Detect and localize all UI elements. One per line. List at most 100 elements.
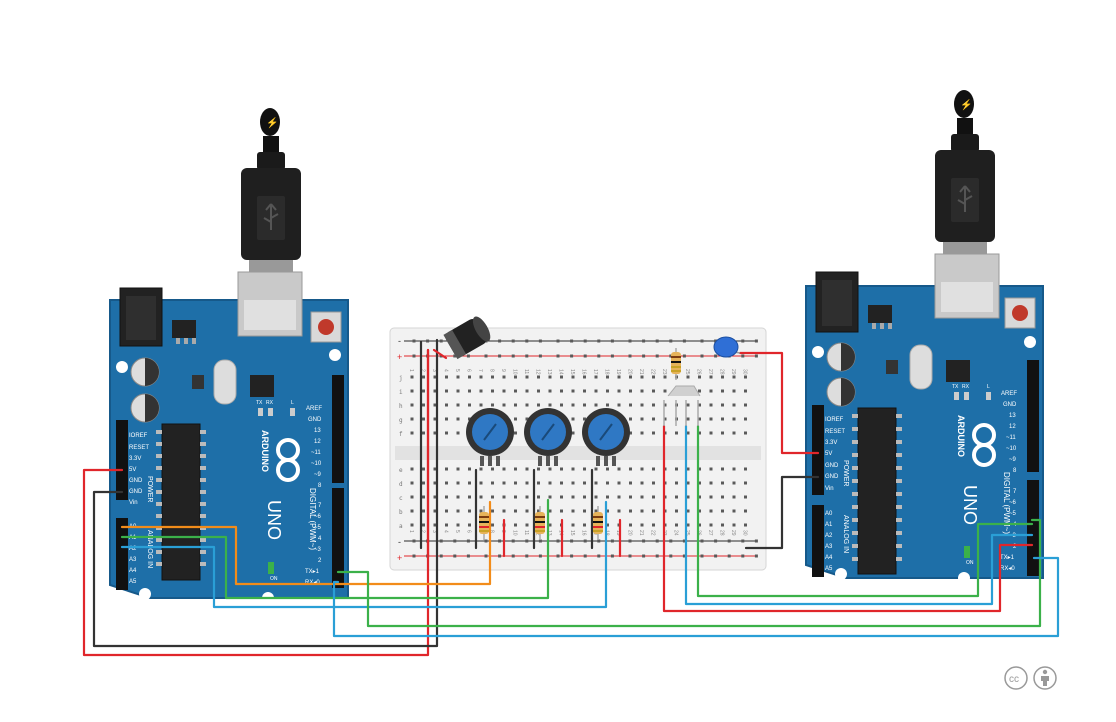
breadboard-hole[interactable]: [571, 389, 575, 393]
rail-hole[interactable]: [700, 354, 704, 358]
breadboard-hole[interactable]: [663, 403, 667, 407]
wire-black-gnd-right[interactable]: [744, 475, 820, 550]
rail-hole[interactable]: [682, 539, 686, 543]
rail-hole[interactable]: [642, 339, 646, 343]
breadboard-hole[interactable]: [571, 431, 575, 435]
rail-hole[interactable]: [412, 539, 416, 543]
breadboard-hole[interactable]: [744, 509, 747, 513]
breadboard-hole[interactable]: [640, 431, 644, 435]
breadboard-hole[interactable]: [698, 389, 701, 393]
rail-hole[interactable]: [628, 354, 632, 358]
breadboard-hole[interactable]: [491, 523, 494, 527]
rail-hole[interactable]: [700, 339, 704, 343]
breadboard-hole[interactable]: [525, 375, 529, 379]
rail-hole[interactable]: [439, 539, 443, 543]
breadboard-hole[interactable]: [698, 431, 701, 435]
breadboard-hole[interactable]: [537, 403, 540, 407]
breadboard-hole[interactable]: [686, 417, 690, 421]
rail-hole[interactable]: [655, 539, 659, 543]
rail-hole[interactable]: [511, 339, 515, 343]
breadboard-hole[interactable]: [445, 403, 448, 407]
breadboard-hole[interactable]: [652, 481, 655, 485]
breadboard-hole[interactable]: [514, 481, 517, 485]
breadboard-hole[interactable]: [629, 389, 632, 393]
breadboard-hole[interactable]: [744, 467, 747, 471]
breadboard-hole[interactable]: [732, 467, 736, 471]
electrolytic-capacitor[interactable]: [443, 314, 493, 360]
breadboard-hole[interactable]: [698, 523, 701, 527]
rail-hole[interactable]: [628, 554, 632, 558]
breadboard-hole[interactable]: [422, 509, 425, 513]
breadboard-hole[interactable]: [525, 495, 529, 499]
breadboard-hole[interactable]: [560, 481, 563, 485]
breadboard-hole[interactable]: [548, 389, 552, 393]
breadboard-hole[interactable]: [514, 495, 517, 499]
breadboard-hole[interactable]: [560, 389, 563, 393]
rail-hole[interactable]: [714, 539, 718, 543]
breadboard-hole[interactable]: [629, 495, 632, 499]
breadboard-hole[interactable]: [422, 495, 425, 499]
breadboard-hole[interactable]: [410, 403, 414, 407]
breadboard-hole[interactable]: [491, 495, 494, 499]
breadboard-hole[interactable]: [652, 495, 655, 499]
breadboard-hole[interactable]: [468, 481, 471, 485]
rail-hole[interactable]: [669, 354, 673, 358]
breadboard-hole[interactable]: [537, 389, 540, 393]
reset-button-left[interactable]: [310, 311, 342, 343]
rail-hole[interactable]: [511, 554, 515, 558]
rail-hole[interactable]: [655, 554, 659, 558]
breadboard-hole[interactable]: [502, 467, 506, 471]
breadboard-hole[interactable]: [514, 523, 517, 527]
rail-hole[interactable]: [439, 339, 443, 343]
breadboard-hole[interactable]: [410, 389, 414, 393]
breadboard-hole[interactable]: [422, 523, 425, 527]
resistor-3[interactable]: [593, 506, 603, 540]
breadboard-hole[interactable]: [456, 389, 460, 393]
breadboard-hole[interactable]: [583, 389, 586, 393]
breadboard-hole[interactable]: [468, 375, 471, 379]
rail-hole[interactable]: [714, 339, 718, 343]
breadboard-hole[interactable]: [721, 495, 724, 499]
breadboard-hole[interactable]: [514, 389, 517, 393]
breadboard-hole[interactable]: [479, 389, 483, 393]
breadboard-hole[interactable]: [606, 481, 609, 485]
breadboard-hole[interactable]: [456, 431, 460, 435]
rail-hole[interactable]: [570, 354, 574, 358]
rail-hole[interactable]: [412, 354, 416, 358]
breadboard-hole[interactable]: [721, 375, 724, 379]
breadboard-hole[interactable]: [732, 523, 736, 527]
breadboard-hole[interactable]: [686, 509, 690, 513]
rail-hole[interactable]: [741, 339, 745, 343]
breadboard-hole[interactable]: [410, 523, 414, 527]
breadboard-hole[interactable]: [537, 509, 540, 513]
breadboard-hole[interactable]: [548, 403, 552, 407]
wire-red-5v-right[interactable]: [738, 351, 820, 455]
breadboard-hole[interactable]: [640, 467, 644, 471]
rail-hole[interactable]: [453, 554, 457, 558]
breadboard-hole[interactable]: [422, 481, 425, 485]
breadboard-hole[interactable]: [410, 417, 414, 421]
rail-hole[interactable]: [754, 539, 758, 543]
breadboard-hole[interactable]: [571, 467, 575, 471]
breadboard-hole[interactable]: [502, 389, 506, 393]
breadboard-hole[interactable]: [514, 375, 517, 379]
rail-hole[interactable]: [714, 554, 718, 558]
breadboard-hole[interactable]: [709, 389, 713, 393]
breadboard-hole[interactable]: [732, 375, 736, 379]
breadboard-hole[interactable]: [491, 481, 494, 485]
breadboard-hole[interactable]: [537, 467, 540, 471]
breadboard-hole[interactable]: [617, 403, 621, 407]
breadboard-hole[interactable]: [629, 523, 632, 527]
breadboard-hole[interactable]: [433, 481, 437, 485]
breadboard-hole[interactable]: [640, 417, 644, 421]
breadboard-hole[interactable]: [525, 523, 529, 527]
potentiometer-1[interactable]: [466, 408, 514, 466]
rail-hole[interactable]: [597, 539, 601, 543]
breadboard-hole[interactable]: [525, 417, 529, 421]
breadboard-hole[interactable]: [479, 467, 483, 471]
breadboard-hole[interactable]: [698, 467, 701, 471]
breadboard-hole[interactable]: [709, 481, 713, 485]
breadboard-hole[interactable]: [422, 403, 425, 407]
breadboard-hole[interactable]: [652, 417, 655, 421]
rail-hole[interactable]: [754, 354, 758, 358]
